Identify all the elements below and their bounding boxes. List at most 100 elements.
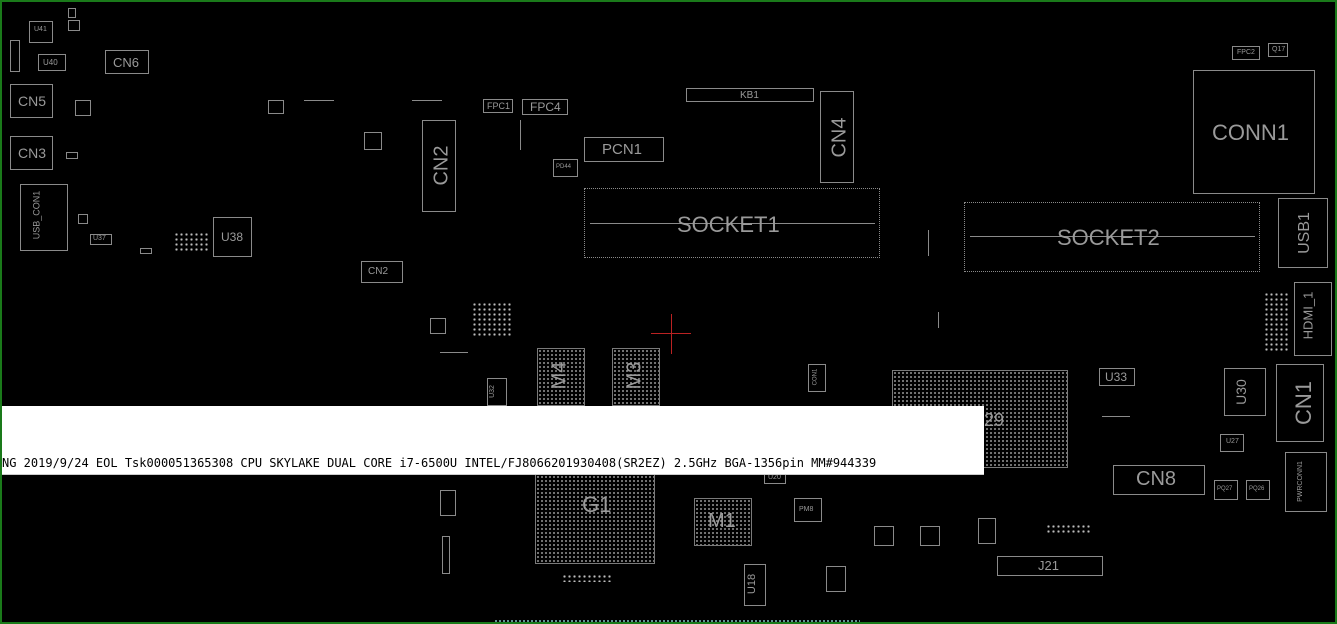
part-info-bar: NG 2019/9/24 EOL Tsk000051365308 CPU SKY… [2, 406, 984, 475]
socket1[interactable] [584, 188, 880, 258]
pu-chip-b[interactable] [920, 526, 940, 546]
m1-label: M1 [708, 510, 736, 532]
trace-3 [440, 352, 468, 353]
pd44-chip[interactable] [553, 159, 578, 177]
comp-square-c[interactable] [268, 100, 284, 114]
pk-chip[interactable] [978, 518, 996, 544]
trace-7 [938, 312, 939, 328]
u18-chip[interactable] [744, 564, 766, 606]
trace-6 [928, 230, 929, 256]
trace-1 [304, 100, 334, 101]
u33-label: U33 [1105, 370, 1128, 384]
u18-label: U18 [746, 573, 759, 595]
m4-package[interactable] [537, 348, 585, 406]
fpc2-connector[interactable] [1232, 46, 1260, 60]
comp-5[interactable] [78, 214, 88, 224]
u40-chip[interactable] [38, 54, 66, 71]
u41-chip[interactable] [29, 21, 53, 43]
pcn1-connector[interactable] [584, 137, 664, 162]
cn6-connector[interactable] [105, 50, 149, 74]
u27-label: U27 [1226, 438, 1239, 445]
hdmi1-connector[interactable] [1294, 282, 1332, 356]
pad-array-top [1046, 524, 1092, 534]
pwrconn1-connector[interactable] [1285, 452, 1327, 512]
comp-1[interactable] [68, 8, 76, 18]
u32-label: U32 [488, 385, 496, 398]
u41-label: U41 [34, 26, 47, 33]
u40-label: U40 [43, 58, 58, 67]
conn1-connector[interactable] [1193, 70, 1315, 194]
cn3-connector[interactable] [10, 136, 53, 170]
usb1-connector[interactable] [1278, 198, 1328, 268]
u30-chip[interactable] [1224, 368, 1266, 416]
comp-4[interactable] [66, 152, 78, 159]
u32-chip[interactable] [487, 378, 507, 406]
conn1-label: CONN1 [1212, 120, 1290, 145]
u33-chip[interactable] [1099, 368, 1135, 386]
kb1-connector[interactable] [686, 88, 814, 102]
u27-chip[interactable] [1220, 434, 1244, 452]
pd44-label: PD44 [556, 164, 572, 170]
u37-chip[interactable] [90, 234, 112, 245]
cn2-label-a: CN2 [430, 145, 453, 186]
j21-label: J21 [1038, 558, 1059, 573]
socket2[interactable] [964, 202, 1260, 272]
comp-square-a[interactable] [364, 132, 382, 150]
cn3-label: CN3 [18, 145, 47, 161]
j21-connector[interactable] [997, 556, 1103, 576]
fpc4-connector[interactable] [522, 99, 568, 115]
socket1-rail [590, 223, 875, 224]
trace-4 [1102, 416, 1130, 417]
pad-array-left [174, 232, 210, 252]
m3-package[interactable] [612, 348, 660, 406]
comp-6[interactable] [140, 248, 152, 254]
socket1-label: SOCKET1 [677, 212, 780, 237]
u37-label: U37 [93, 235, 106, 242]
lower-left-chip[interactable] [440, 490, 456, 516]
m1-package[interactable] [694, 498, 752, 546]
con1-small-connector[interactable] [808, 364, 826, 392]
cn4-connector[interactable] [820, 91, 854, 183]
comp-square-b[interactable] [430, 318, 446, 334]
fpc2-label: FPC2 [1237, 49, 1255, 56]
kb1-label: KB1 [740, 90, 759, 101]
cn2-label-b: CN2 [368, 266, 389, 277]
cn8-connector[interactable] [1113, 465, 1205, 495]
cn5-label: CN5 [18, 93, 47, 109]
side-strip[interactable] [10, 40, 20, 72]
pq27-chip[interactable] [1214, 480, 1238, 500]
pq26-chip[interactable] [1246, 480, 1270, 500]
pu-chip-a[interactable] [874, 526, 894, 546]
comp-3[interactable] [75, 100, 91, 116]
cn2-connector-a[interactable] [422, 120, 456, 212]
usb1-label: USB1 [1295, 212, 1313, 254]
u30-label: U30 [1232, 379, 1249, 405]
cpu-label: 29 [984, 410, 1005, 430]
cn4-label: CN4 [828, 117, 851, 158]
fpc4-label: FPC4 [530, 100, 561, 114]
usb-con1-connector[interactable] [20, 184, 68, 251]
fpc1-connector[interactable] [483, 99, 513, 113]
fpc1-label: FPC1 [487, 101, 511, 111]
pad-array-bottom [562, 574, 612, 582]
crosshair-vertical [671, 314, 672, 354]
cn5-connector[interactable] [10, 84, 53, 118]
pm8-chip[interactable] [794, 498, 822, 522]
lower-left-strip[interactable] [442, 536, 450, 574]
g1-package[interactable] [535, 474, 655, 564]
m3-label: M3 [623, 361, 646, 390]
edge-connector-pads [494, 619, 860, 622]
q17-chip[interactable] [1268, 43, 1288, 57]
socket2-label: SOCKET2 [1057, 225, 1160, 250]
u38-chip[interactable] [213, 217, 252, 257]
pq-chip-lower[interactable] [826, 566, 846, 592]
cn6-label: CN6 [113, 55, 140, 70]
comp-2[interactable] [68, 20, 80, 31]
m4-label: M4 [548, 361, 571, 390]
u20-label: U20 [768, 474, 781, 481]
g1-label: G1 [582, 492, 612, 517]
cn1-connector[interactable] [1276, 364, 1324, 442]
cn2-connector-b[interactable] [361, 261, 403, 283]
con1-small-label: CON1 [812, 368, 819, 386]
